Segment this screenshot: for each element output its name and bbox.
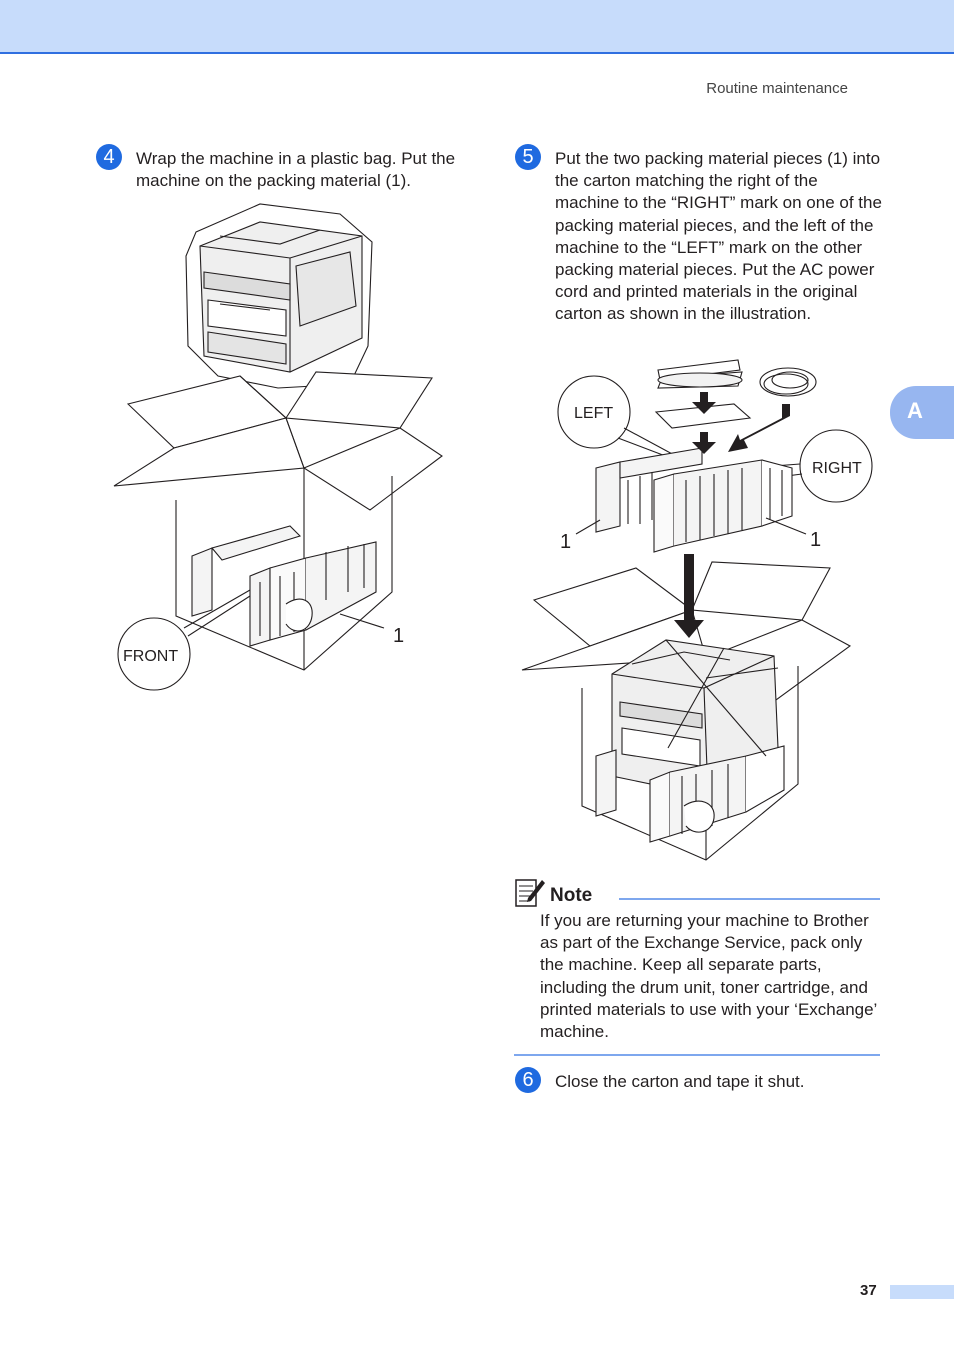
step-6-text: Close the carton and tape it shut. [555,1072,805,1091]
step-4-number-badge: 4 [96,144,122,170]
callout-left-label: LEFT [574,405,613,422]
note-title: Note [550,885,593,906]
running-head: Routine maintenance [706,80,848,97]
step-4-text: Wrap the machine in a plastic bag. Put t… [136,149,456,191]
step-5-number-badge: 5 [515,144,541,170]
step-5-text: Put the two packing material pieces (1) … [555,149,882,324]
callout-number-1-left: 1 [560,531,571,553]
chapter-tab: A [890,386,954,439]
top-header-band [0,0,954,54]
illustration-machine-in-bag-over-carton: FRONT 1 [113,203,443,691]
note-bottom-divider [514,1054,880,1056]
page-number: 37 [860,1282,877,1299]
footer-band [890,1285,954,1299]
illustration-packing-pieces-into-carton: LEFT RIGHT 1 1 [521,359,873,861]
chapter-tab-label: A [907,398,923,423]
note-header: Note [514,876,880,907]
callout-right-label: RIGHT [812,460,862,477]
note-text: If you are returning your machine to Bro… [540,911,877,1042]
callout-front-label: FRONT [123,648,178,665]
step-6-number-badge: 6 [515,1067,541,1093]
note-divider [619,898,880,900]
callout-number-1: 1 [393,625,404,647]
callout-number-1-right: 1 [810,529,821,551]
note-pencil-icon [515,879,545,907]
